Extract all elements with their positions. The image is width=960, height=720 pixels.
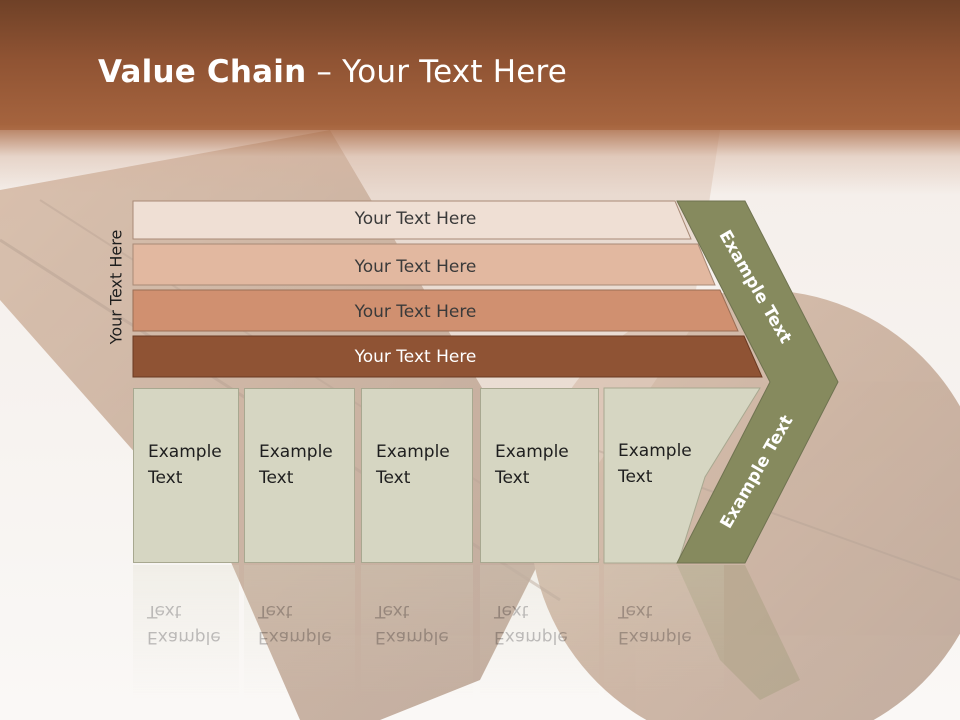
- chevron-arrow: [676, 200, 839, 564]
- slide-title: Value Chain – Your Text Here: [98, 54, 567, 90]
- box-line1: Example: [376, 442, 450, 462]
- box-line2: Text: [258, 601, 293, 621]
- strip-1: [132, 200, 692, 240]
- box-4-reflection: Example Text: [480, 565, 599, 700]
- box-line1: Example: [375, 627, 449, 647]
- box-line2: Text: [618, 601, 653, 621]
- header-fade: [0, 125, 960, 195]
- strip-3-label: Your Text Here: [354, 302, 477, 322]
- strip-2-label: Your Text Here: [354, 257, 477, 277]
- title-rest: – Your Text Here: [306, 54, 568, 90]
- box-1-reflection: Example Text: [133, 565, 239, 700]
- strip-4-label: Your Text Here: [354, 347, 477, 367]
- chevron-reflection: [677, 565, 800, 700]
- box-line2: Text: [376, 468, 411, 488]
- box-line1: Example: [147, 627, 221, 647]
- box-2-reflection: Example Text: [244, 565, 355, 700]
- box-line1: Example: [494, 627, 568, 647]
- box-line2: Text: [375, 601, 410, 621]
- box-line1: Example: [618, 627, 692, 647]
- box-line2: Text: [147, 601, 182, 621]
- box-line2: Text: [148, 468, 183, 488]
- title-bold: Value Chain: [98, 54, 307, 90]
- box-line1: Example: [495, 442, 569, 462]
- box-line2: Text: [259, 468, 294, 488]
- box-line1: Example: [259, 442, 333, 462]
- box-5-reflection: Example Text: [604, 565, 724, 700]
- box-line2: Text: [495, 468, 530, 488]
- box-3-reflection: Example Text: [361, 565, 473, 700]
- box-line1: Example: [618, 441, 692, 461]
- strip-3: [132, 289, 739, 332]
- header-bar: [0, 0, 960, 130]
- strip-1-label: Your Text Here: [354, 209, 477, 229]
- box-line2: Text: [618, 467, 653, 487]
- box-line2: Text: [494, 601, 529, 621]
- strip-4: [132, 335, 763, 378]
- box-5-shape: [603, 387, 761, 564]
- box-line1: Example: [258, 627, 332, 647]
- box-line1: Example: [148, 442, 222, 462]
- strip-2: [132, 243, 716, 286]
